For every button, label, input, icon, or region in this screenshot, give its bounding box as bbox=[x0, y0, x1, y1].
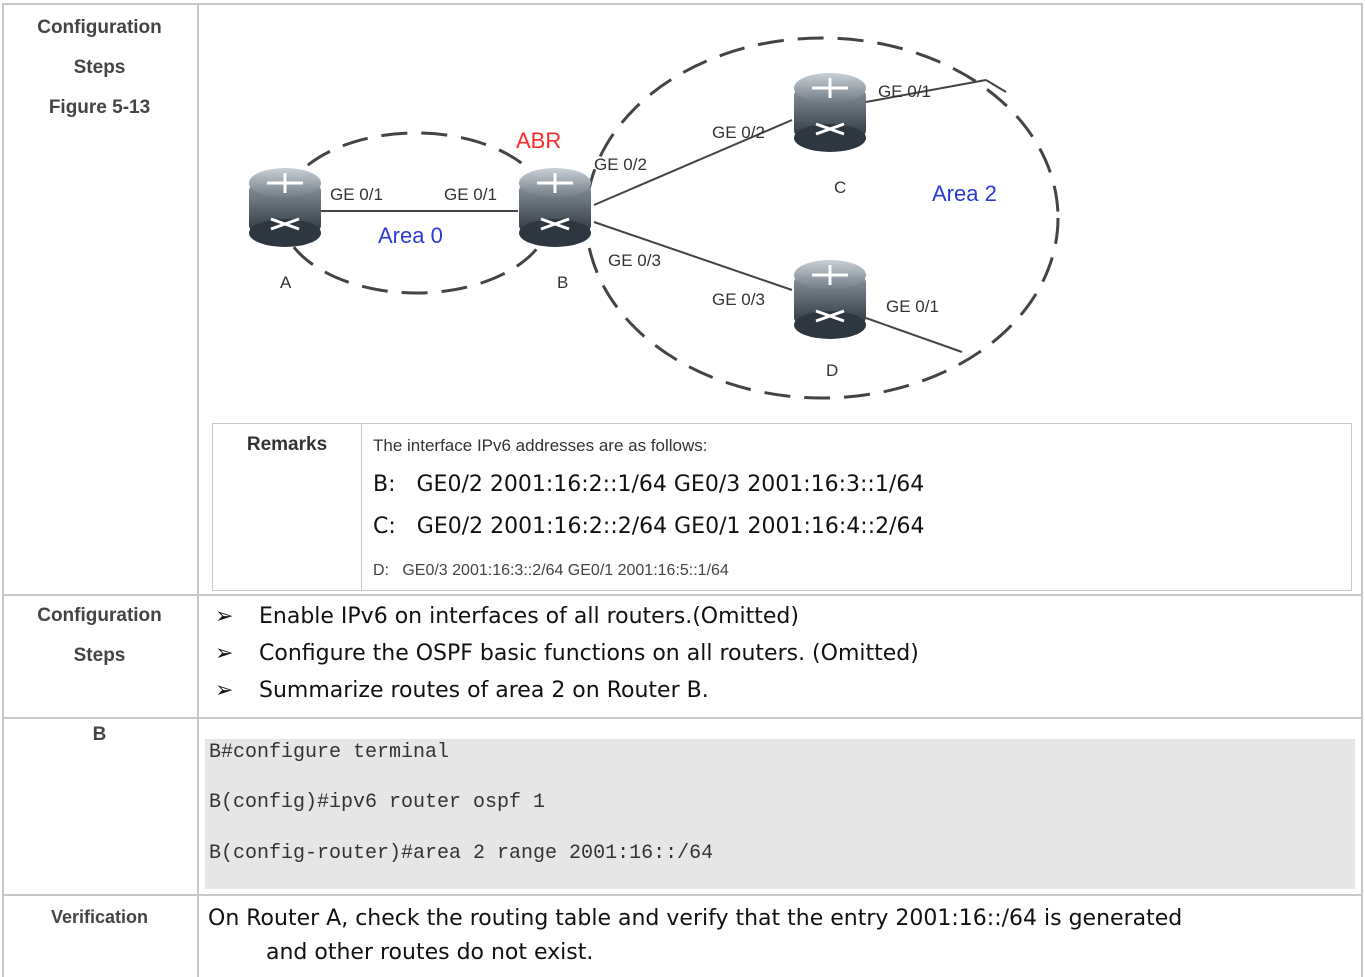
code-line: B(config-router)#area 2 range 2001:16::/… bbox=[209, 842, 714, 865]
configuration-steps-list: ➢ Enable IPv6 on interfaces of all router… bbox=[215, 598, 919, 709]
port-d-ge01: GE 0/1 bbox=[886, 297, 939, 316]
address-text: GE0/2 2001:16:2::2/64 GE0/1 2001:16:4::2… bbox=[416, 514, 925, 539]
port-c-ge02: GE 0/2 bbox=[712, 123, 765, 142]
router-a-icon bbox=[247, 166, 323, 249]
verification-row-label: Verification bbox=[50, 907, 149, 927]
port-c-ge01: GE 0/1 bbox=[878, 82, 931, 101]
router-a-label: A bbox=[280, 273, 292, 292]
address-key: C: bbox=[373, 514, 396, 539]
address-text: GE0/2 2001:16:2::1/64 GE0/3 2001:16:3::1… bbox=[416, 472, 925, 497]
link-c-out bbox=[865, 79, 987, 103]
step-item: ➢ Summarize routes of area 2 on Router B. bbox=[215, 672, 919, 709]
step-item: ➢ Enable IPv6 on interfaces of all router… bbox=[215, 598, 919, 635]
area-0-label: Area 0 bbox=[378, 223, 443, 248]
arrow-bullet-icon: ➢ bbox=[215, 678, 234, 703]
row-divider-3 bbox=[2, 894, 1363, 896]
label-line: Steps bbox=[73, 645, 126, 666]
remarks-address-line-d: D: GE0/3 2001:16:3::2/64 GE0/1 2001:16:5… bbox=[373, 562, 729, 580]
port-b-ge02: GE 0/2 bbox=[594, 155, 647, 174]
port-a-ge01: GE 0/1 bbox=[330, 185, 383, 204]
network-topology-diagram: A B C D ABR Area 0 Area 2 GE 0/1 GE 0/1 … bbox=[247, 36, 1060, 400]
step-text: Summarize routes of area 2 on Router B. bbox=[259, 678, 709, 703]
row-divider-1 bbox=[2, 594, 1363, 596]
address-key: B: bbox=[373, 472, 396, 497]
link-b-d bbox=[593, 221, 793, 291]
remarks-box: Remarks The interface IPv6 addresses are… bbox=[212, 423, 1352, 591]
step-text: Enable IPv6 on interfaces of all routers… bbox=[259, 604, 799, 629]
b-row-label: B bbox=[92, 724, 107, 745]
area-0-boundary bbox=[279, 131, 553, 295]
code-line: B#configure terminal bbox=[209, 741, 450, 764]
link-c-out-bend bbox=[985, 79, 1007, 93]
figure-row-label: Configuration Steps Figure 5-13 bbox=[2, 8, 197, 128]
remarks-intro: The interface IPv6 addresses are as foll… bbox=[373, 436, 708, 455]
remarks-label: Remarks bbox=[213, 424, 362, 590]
link-d-out bbox=[865, 317, 963, 353]
row-divider-2 bbox=[2, 717, 1363, 719]
step-text: Configure the OSPF basic functions on al… bbox=[259, 641, 919, 666]
router-c-label: C bbox=[834, 178, 846, 197]
step-item: ➢ Configure the OSPF basic functions on a… bbox=[215, 635, 919, 672]
column-divider bbox=[197, 3, 199, 977]
label-line: Configuration bbox=[37, 605, 162, 626]
port-d-ge03: GE 0/3 bbox=[712, 290, 765, 309]
document-table bbox=[2, 3, 1363, 977]
router-d-icon bbox=[792, 258, 868, 341]
link-b-c bbox=[593, 119, 793, 206]
arrow-bullet-icon: ➢ bbox=[215, 604, 234, 629]
arrow-bullet-icon: ➢ bbox=[215, 641, 234, 666]
code-line: B(config)#ipv6 router ospf 1 bbox=[209, 791, 546, 814]
router-d-label: D bbox=[826, 361, 838, 380]
remarks-address-line-c: C: GE0/2 2001:16:2::2/64 GE0/1 2001:16:4… bbox=[373, 514, 925, 539]
steps-row-label: Configuration Steps bbox=[2, 596, 197, 676]
verification-line: and other routes do not exist. bbox=[266, 940, 594, 965]
label-line: Configuration bbox=[37, 17, 162, 38]
area-2-label: Area 2 bbox=[932, 181, 997, 206]
router-b-label: B bbox=[557, 273, 568, 292]
port-b-ge01: GE 0/1 bbox=[444, 185, 497, 204]
remarks-address-line-b: B: GE0/2 2001:16:2::1/64 GE0/3 2001:16:3… bbox=[373, 472, 924, 497]
address-text: GE0/3 2001:16:3::2/64 GE0/1 2001:16:5::1… bbox=[402, 562, 729, 579]
code-block: B#configure terminal B(config)#ipv6 rout… bbox=[205, 739, 1355, 889]
figure-number: Figure 5-13 bbox=[48, 97, 151, 118]
address-key: D: bbox=[373, 562, 389, 579]
verification-line: On Router A, check the routing table and… bbox=[208, 906, 1183, 931]
router-b-icon bbox=[517, 166, 593, 249]
port-b-ge03: GE 0/3 bbox=[608, 251, 661, 270]
label-line: Steps bbox=[73, 57, 126, 78]
router-c-icon bbox=[792, 71, 868, 154]
verification-text: On Router A, check the routing table and… bbox=[208, 902, 1358, 970]
abr-label: ABR bbox=[516, 128, 561, 153]
